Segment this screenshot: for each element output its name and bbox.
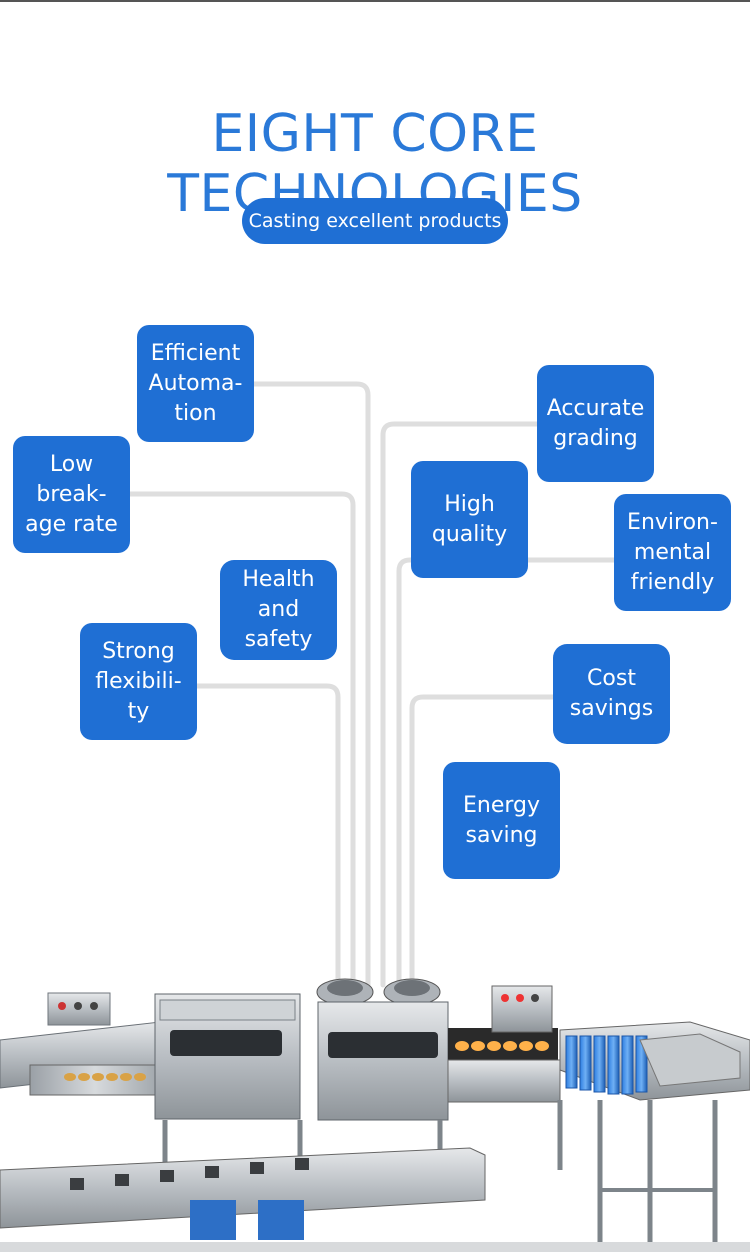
connector-low-breakage-rate: [127, 491, 356, 988]
feature-efficient-automation: Efficient Automa- tion: [137, 325, 254, 442]
feature-high-quality: High quality: [411, 461, 528, 578]
feature-strong-flexibility: Strong flexibili- ty: [80, 623, 197, 740]
connector-cost-savings: [409, 694, 556, 988]
feature-cost-savings: Cost savings: [553, 644, 670, 744]
top-divider: [0, 0, 750, 2]
connector-accurate-grading: [380, 421, 540, 988]
subtitle-pill: Casting excellent products: [242, 198, 508, 244]
connector-strong-flexibility: [194, 683, 341, 988]
feature-environmentally-friendly: Environ- mental friendly: [614, 494, 731, 611]
feature-accurate-grading: Accurate grading: [537, 365, 654, 482]
feature-energy-saving: Energy saving: [443, 762, 560, 879]
feature-low-breakage-rate: Low break- age rate: [13, 436, 130, 553]
egg-grading-machine-image: [0, 978, 750, 1252]
feature-health-and-safety: Health and safety: [220, 560, 337, 660]
connector-efficient-automation: [251, 381, 371, 988]
connector-environmentally-friendly: [396, 557, 617, 988]
